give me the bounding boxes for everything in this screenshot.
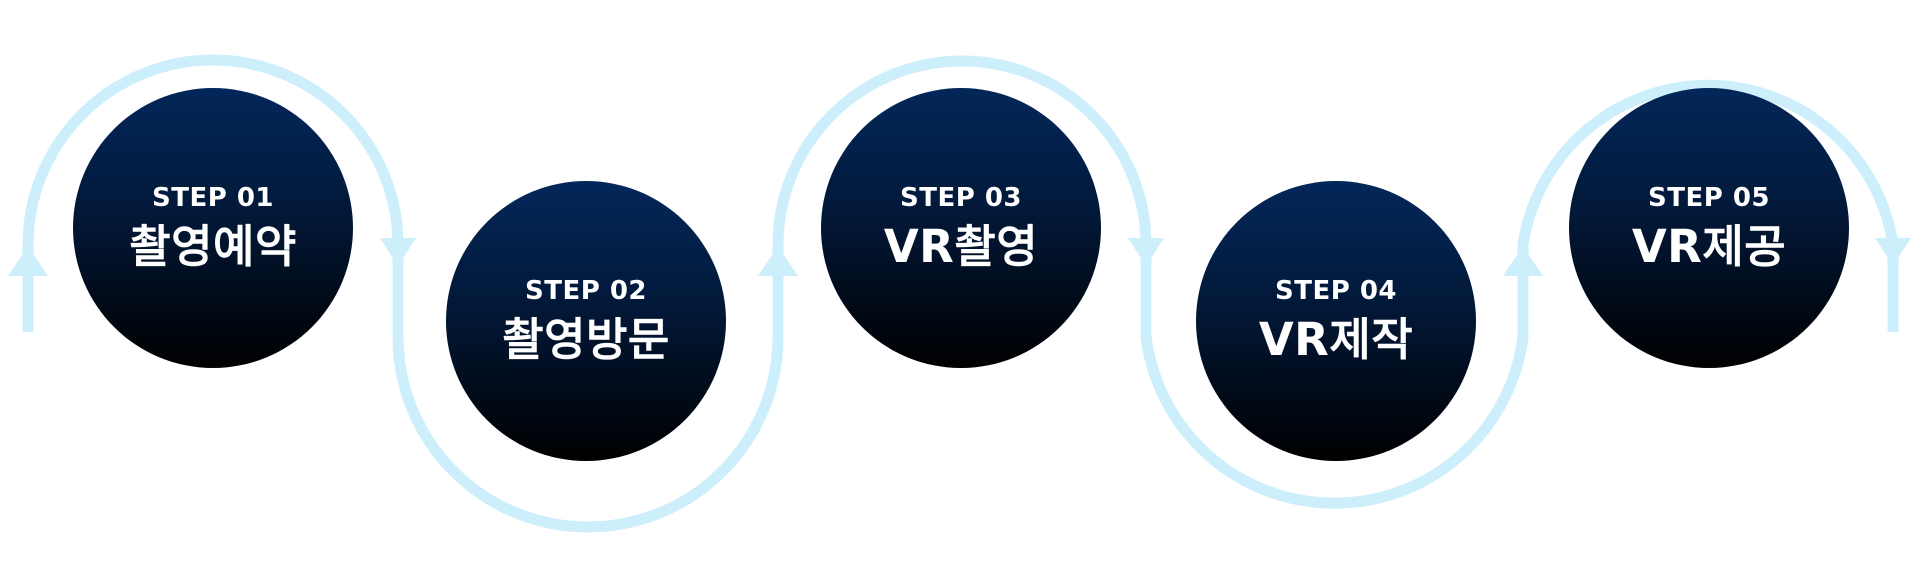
arrow-up-icon <box>758 246 798 276</box>
step-title: VR제공 <box>1631 220 1787 274</box>
step-label: STEP 02 <box>524 276 647 307</box>
connector-path <box>22 54 1899 533</box>
arrow-down-icon <box>1875 238 1911 266</box>
arrow-up-icon <box>8 246 48 276</box>
step-label: STEP 01 <box>151 183 274 214</box>
step-title: VR제작 <box>1258 313 1414 367</box>
step-03-circle: STEP 03 VR촬영 <box>821 88 1101 368</box>
step-title: 촬영예약 <box>129 220 297 274</box>
step-title: VR촬영 <box>883 220 1039 274</box>
step-01-circle: STEP 01 촬영예약 <box>73 88 353 368</box>
step-02-circle: STEP 02 촬영방문 <box>446 181 726 461</box>
step-title: 촬영방문 <box>502 313 670 367</box>
step-04-circle: STEP 04 VR제작 <box>1196 181 1476 461</box>
arrow-down-icon <box>1128 238 1164 266</box>
arrow-down-icon <box>380 238 416 266</box>
step-05-circle: STEP 05 VR제공 <box>1569 88 1849 368</box>
step-label: STEP 04 <box>1274 276 1397 307</box>
arrow-up-icon <box>1503 246 1543 276</box>
step-label: STEP 03 <box>899 183 1022 214</box>
step-label: STEP 05 <box>1647 183 1770 214</box>
